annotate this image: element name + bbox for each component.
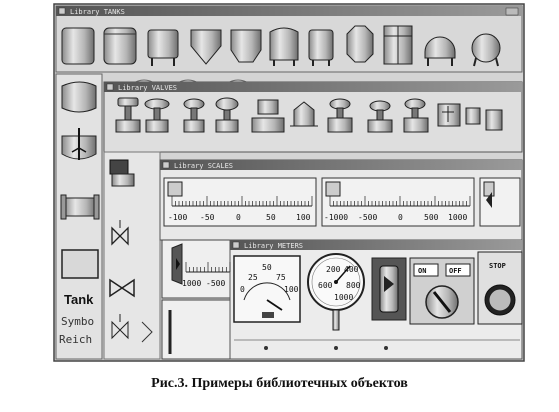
figure-caption: Рис.3. Примеры библиотечных объектов xyxy=(151,376,408,391)
meter-tick-label: 0 xyxy=(240,285,245,294)
valves-window-title: Library VALVES xyxy=(118,84,177,92)
tank-item-11[interactable] xyxy=(471,33,501,67)
valve-item-1[interactable] xyxy=(115,97,141,133)
gauge-tick-label: 400 xyxy=(344,265,359,274)
symbols-column xyxy=(103,151,161,360)
scale-2-tick-label: 0 xyxy=(398,213,403,222)
valve-symbol-1[interactable] xyxy=(111,220,129,246)
meter-needle xyxy=(266,299,283,311)
stop-label: STOP xyxy=(489,262,506,270)
window-icon xyxy=(232,241,240,249)
scale-vertical-2[interactable] xyxy=(161,299,233,360)
sidebar-item-pipe[interactable] xyxy=(60,194,100,220)
scale-1[interactable]: -100 -50 0 50 100 xyxy=(163,177,317,227)
window-icon xyxy=(106,83,114,91)
tank-item-1[interactable] xyxy=(61,27,95,65)
meter-tick-label: 100 xyxy=(284,285,299,294)
sidebar-item-tank[interactable] xyxy=(61,81,97,113)
tanks-window: Library TANKS xyxy=(55,5,523,73)
valve-item-6[interactable] xyxy=(290,101,318,127)
tanks-window-titlebar[interactable] xyxy=(56,6,522,16)
round-gauge[interactable]: 200 400 600 800 1000 xyxy=(307,253,365,331)
valve-item-5[interactable] xyxy=(251,99,285,133)
tank-item-6[interactable] xyxy=(269,27,299,66)
valves-window: Library VALVES xyxy=(103,81,523,153)
valve-item-11[interactable] xyxy=(465,107,503,131)
scale-2-tick-label: 1000 xyxy=(448,213,467,222)
tank-item-5[interactable] xyxy=(230,29,262,63)
valve-item-9[interactable] xyxy=(403,98,429,133)
scale-2-tick-label: -1000 xyxy=(324,213,348,222)
scale-vertical[interactable]: 1000 -500 xyxy=(161,239,235,299)
scales-window: Library SCALES -100 -50 0 50 100 -1000 -… xyxy=(159,159,523,241)
window-icon xyxy=(58,7,66,15)
close-icon[interactable] xyxy=(505,7,519,16)
gauge-tick-label: 800 xyxy=(346,281,361,290)
meter-tick-label: 50 xyxy=(262,263,272,272)
valve-symbol-3[interactable] xyxy=(111,314,129,340)
gauge-tick-label: 200 xyxy=(326,265,341,274)
valve-item-7[interactable] xyxy=(327,98,353,133)
sidebar-label-reich: Reich xyxy=(59,333,92,346)
sidebar-item-mixer[interactable] xyxy=(61,128,97,160)
meters-window-title: Library METERS xyxy=(244,242,303,250)
scale-1-tick-label: 100 xyxy=(296,213,311,222)
valve-item-8[interactable] xyxy=(367,100,393,133)
valve-item-10[interactable] xyxy=(437,103,461,127)
gauge-tick-label: 600 xyxy=(318,281,333,290)
tank-item-4[interactable] xyxy=(190,29,222,65)
scale-2-tick-label: 500 xyxy=(424,213,439,222)
valve-symbol-2[interactable] xyxy=(109,278,135,298)
meters-window-titlebar[interactable] xyxy=(230,240,522,250)
tanks-window-title: Library TANKS xyxy=(70,8,125,16)
sidebar-label-tank: Tank xyxy=(64,292,94,307)
scale-1-tick-label: -100 xyxy=(168,213,187,222)
scale-3[interactable] xyxy=(479,177,521,227)
scale-1-tick-label: 50 xyxy=(266,213,276,222)
bottom-strip xyxy=(234,339,520,350)
meters-window: Library METERS 50 25 75 0 100 200 400 60… xyxy=(229,239,523,360)
sidebar-label-symbols: Symbo xyxy=(61,315,94,328)
sidebar-panel: Tank Symbo Reich xyxy=(55,73,103,360)
valve-item-3[interactable] xyxy=(183,98,205,133)
meter-tick-label: 75 xyxy=(276,273,286,282)
tank-item-7[interactable] xyxy=(308,29,334,66)
pump-symbol[interactable] xyxy=(109,159,135,187)
valve-item-4[interactable] xyxy=(215,97,239,133)
stop-button[interactable]: STOP xyxy=(477,251,523,325)
valves-window-titlebar[interactable] xyxy=(104,82,522,92)
scale-3-tick-label: -500 xyxy=(206,279,225,288)
gauge-tick-label: 1000 xyxy=(334,293,353,302)
off-label: OFF xyxy=(449,267,462,275)
gauge-needle xyxy=(335,265,351,283)
tank-item-3[interactable] xyxy=(147,29,179,66)
scale-3-tick-label: 1000 xyxy=(182,279,201,288)
tank-item-8[interactable] xyxy=(346,25,374,63)
on-off-switch[interactable]: ON OFF xyxy=(409,257,475,325)
analog-meter[interactable]: 50 25 75 0 100 xyxy=(233,255,301,323)
scales-window-titlebar[interactable] xyxy=(160,160,522,170)
window-icon xyxy=(162,161,170,169)
scale-1-tick-label: -50 xyxy=(200,213,215,222)
tank-item-9[interactable] xyxy=(383,25,413,65)
valve-item-2[interactable] xyxy=(144,98,170,133)
scale-1-tick-label: 0 xyxy=(236,213,241,222)
meter-tick-label: 25 xyxy=(248,273,258,282)
tank-item-10[interactable] xyxy=(424,36,456,66)
on-label: ON xyxy=(418,267,426,275)
sidebar-item-box[interactable] xyxy=(61,249,99,279)
toggle-switch[interactable] xyxy=(371,257,407,321)
arrow-symbol[interactable] xyxy=(141,321,153,343)
scales-window-title: Library SCALES xyxy=(174,162,233,170)
scale-2[interactable]: -1000 -500 0 500 1000 xyxy=(321,177,475,227)
tank-item-2[interactable] xyxy=(103,27,137,65)
scale-2-tick-label: -500 xyxy=(358,213,377,222)
